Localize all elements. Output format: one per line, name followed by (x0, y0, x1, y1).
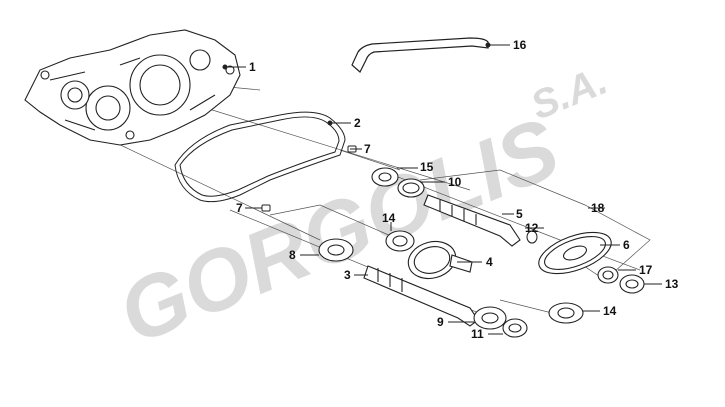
callout-18: 18 (591, 201, 605, 215)
watermark-suffix: S.A. (525, 58, 614, 128)
callout-10: 10 (448, 175, 462, 189)
bearing-15[interactable] (371, 167, 399, 187)
drive-shaft[interactable] (423, 194, 521, 247)
callout-16: 16 (513, 38, 527, 52)
oil-seal-10[interactable] (397, 178, 425, 198)
callout-5: 5 (516, 207, 523, 221)
callout-12: 12 (525, 221, 539, 235)
callout-1: 1 (249, 60, 256, 74)
callout-8: 8 (289, 248, 296, 262)
counter-shaft[interactable] (363, 265, 479, 327)
counter-gear[interactable] (404, 236, 473, 283)
washer-12[interactable] (526, 230, 538, 244)
callout-7-upper: 7 (364, 142, 371, 156)
callout-14-upper: 14 (382, 211, 396, 225)
callout-9: 9 (437, 315, 444, 329)
callout-11: 11 (471, 327, 484, 341)
callout-14-lower: 14 (603, 304, 617, 318)
callout-15: 15 (420, 160, 434, 174)
bearing-14-lower[interactable] (548, 302, 584, 324)
bearing-14-upper[interactable] (385, 230, 415, 252)
bearing-9[interactable] (473, 306, 507, 330)
callout-3: 3 (344, 268, 351, 282)
oil-seal-11[interactable] (502, 318, 528, 338)
callout-7-lower: 7 (236, 201, 243, 215)
transmission-case[interactable] (24, 29, 241, 146)
leader-lines (222, 42, 662, 335)
breather-tube[interactable] (351, 37, 489, 73)
callout-labels: 1 2 3 4 5 6 7 7 8 9 10 11 12 13 14 14 15… (236, 38, 679, 341)
callout-13: 13 (665, 277, 679, 291)
bearing-8[interactable] (318, 238, 354, 262)
final-gear[interactable] (533, 224, 616, 282)
dowel-pin-lower[interactable] (261, 204, 271, 212)
oil-seal-17[interactable] (597, 266, 619, 284)
bearing-13[interactable] (619, 274, 645, 294)
callout-17: 17 (639, 263, 653, 277)
callout-6: 6 (623, 238, 630, 252)
case-gasket[interactable] (174, 111, 346, 203)
callout-2: 2 (354, 116, 361, 130)
callout-4: 4 (486, 255, 493, 269)
